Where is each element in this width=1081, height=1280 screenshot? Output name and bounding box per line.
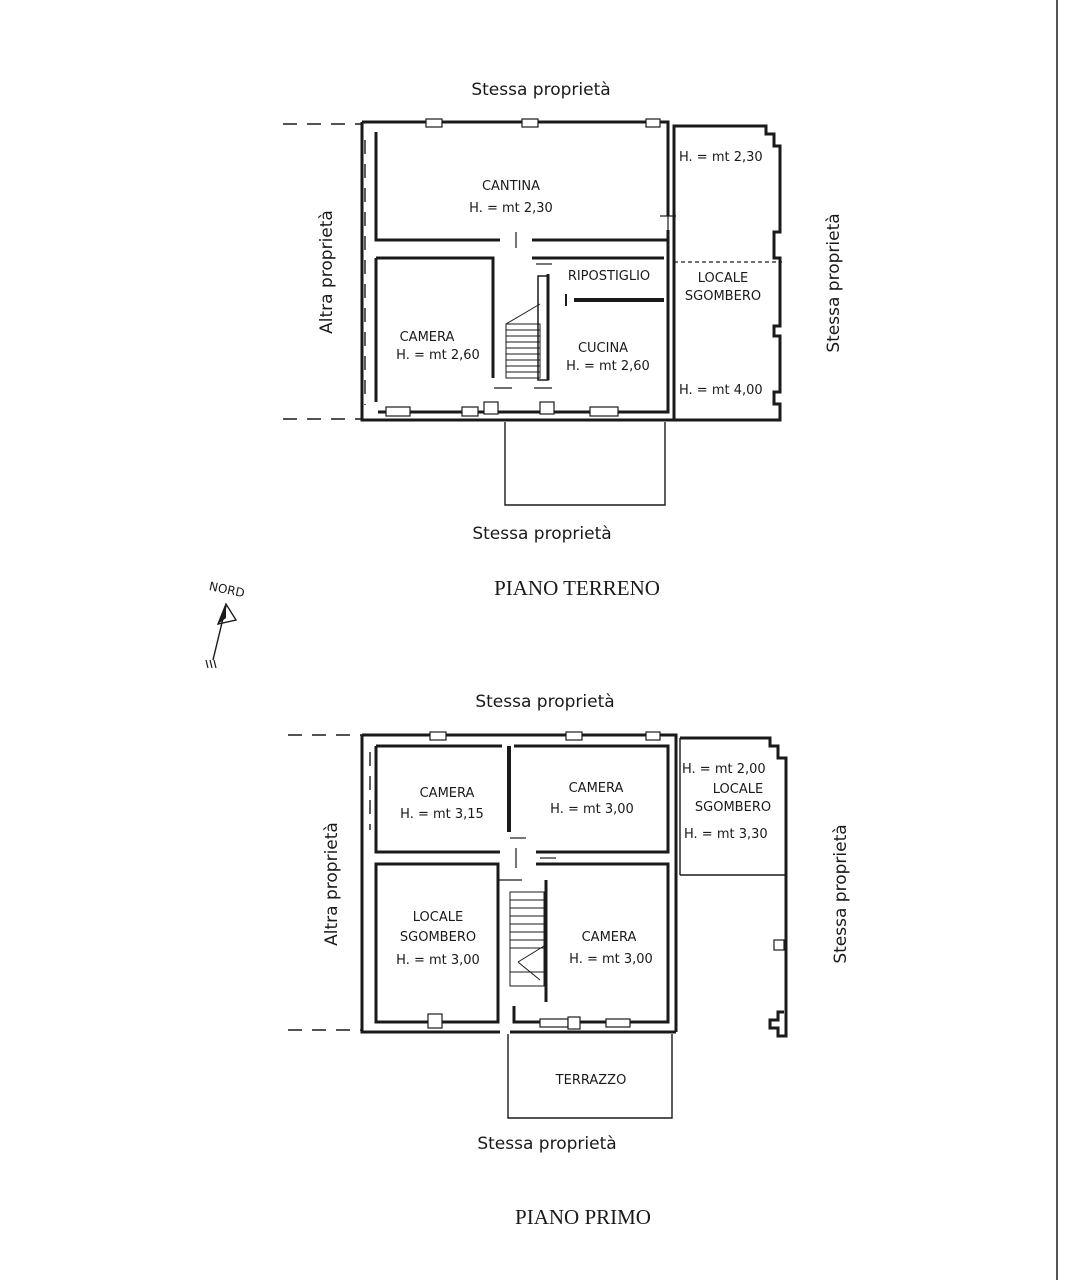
window: [483, 401, 499, 415]
inner-wall: [514, 744, 670, 854]
window: [645, 118, 661, 128]
annex-locale-line2: SGOMBERO: [695, 800, 771, 815]
ground-floor-plan: CANTINA H. = mt 2,30 CAMERA H. = mt 2,60…: [283, 80, 844, 600]
outer-wall: [362, 733, 678, 1032]
camera-ne-height: H. = mt 3,00: [550, 802, 634, 817]
outer-wall: [360, 122, 674, 422]
camera-label: CAMERA: [400, 330, 455, 345]
window: [589, 406, 619, 417]
right-neighbor-label: Stessa proprietà: [831, 824, 851, 963]
camera-se-label: CAMERA: [582, 930, 637, 945]
inner-wall: [374, 132, 500, 242]
annex-locale-line1: LOCALE: [713, 782, 763, 797]
window: [605, 1018, 631, 1028]
top-neighbor-label: Stessa proprietà: [471, 80, 610, 100]
camera-se-height: H. = mt 3,00: [569, 952, 653, 967]
window: [425, 118, 443, 128]
terrazzo: [507, 1034, 673, 1119]
annex-bottom-height: H. = mt 4,00: [679, 383, 763, 398]
locale-line1: LOCALE: [413, 910, 463, 925]
nord-label: NORD: [208, 579, 246, 600]
cucina-height: H. = mt 2,60: [566, 359, 650, 374]
north-arrow-icon: NORD: [205, 579, 246, 669]
staircase: [509, 891, 545, 987]
chimney: [427, 1013, 443, 1029]
annex-walls: [680, 736, 788, 1038]
inner-wall: [374, 746, 500, 854]
top-neighbor-label: Stessa proprietà: [475, 692, 614, 712]
terrazzo-label: TERRAZZO: [555, 1073, 627, 1088]
camera-ne-label: CAMERA: [569, 781, 624, 796]
locale-label-line2: SGOMBERO: [685, 289, 761, 304]
left-neighbor-label: Altra proprietà: [317, 210, 337, 334]
cucina-label: CUCINA: [578, 341, 628, 356]
locale-label-line1: LOCALE: [698, 271, 748, 286]
staircase: [505, 275, 549, 381]
locale-height: H. = mt 3,00: [396, 953, 480, 968]
window: [565, 731, 583, 741]
window: [461, 406, 479, 417]
right-neighbor-label: Stessa proprietà: [824, 213, 844, 352]
outer-wall: [360, 735, 500, 1034]
window: [521, 118, 539, 128]
annex-bottom-height: H. = mt 3,30: [684, 827, 768, 842]
inner-wall: [376, 256, 495, 378]
window: [539, 401, 555, 415]
window: [645, 731, 661, 741]
annex-top-height: H. = mt 2,30: [679, 150, 763, 165]
courtyard: [504, 422, 666, 506]
bottom-neighbor-label: Stessa proprietà: [472, 524, 611, 544]
cantina-height: H. = mt 2,30: [469, 201, 553, 216]
annex-walls: [672, 124, 782, 422]
left-neighbor-label: Altra proprietà: [322, 822, 342, 946]
outer-wall: [362, 120, 670, 216]
ripostiglio-label: RIPOSTIGLIO: [568, 269, 650, 284]
camera-nw-height: H. = mt 3,15: [400, 807, 484, 822]
window: [539, 1018, 569, 1028]
floor-title: PIANO TERRENO: [494, 576, 660, 600]
locale-line2: SGOMBERO: [400, 930, 476, 945]
cantina-label: CANTINA: [482, 179, 540, 194]
camera-se-room: [512, 862, 670, 1024]
window: [567, 1016, 581, 1030]
locale-sgombero-room: [374, 862, 500, 1024]
camera-nw-label: CAMERA: [420, 786, 475, 801]
first-floor-plan: CAMERA H. = mt 3,15 CAMERA H. = mt 3,00 …: [288, 692, 851, 1229]
bottom-neighbor-label: Stessa proprietà: [477, 1134, 616, 1154]
camera-height: H. = mt 2,60: [396, 348, 480, 363]
annex-top-height: H. = mt 2,00: [682, 762, 766, 777]
window: [385, 406, 411, 417]
window: [429, 731, 447, 741]
floor-title: PIANO PRIMO: [515, 1205, 651, 1229]
